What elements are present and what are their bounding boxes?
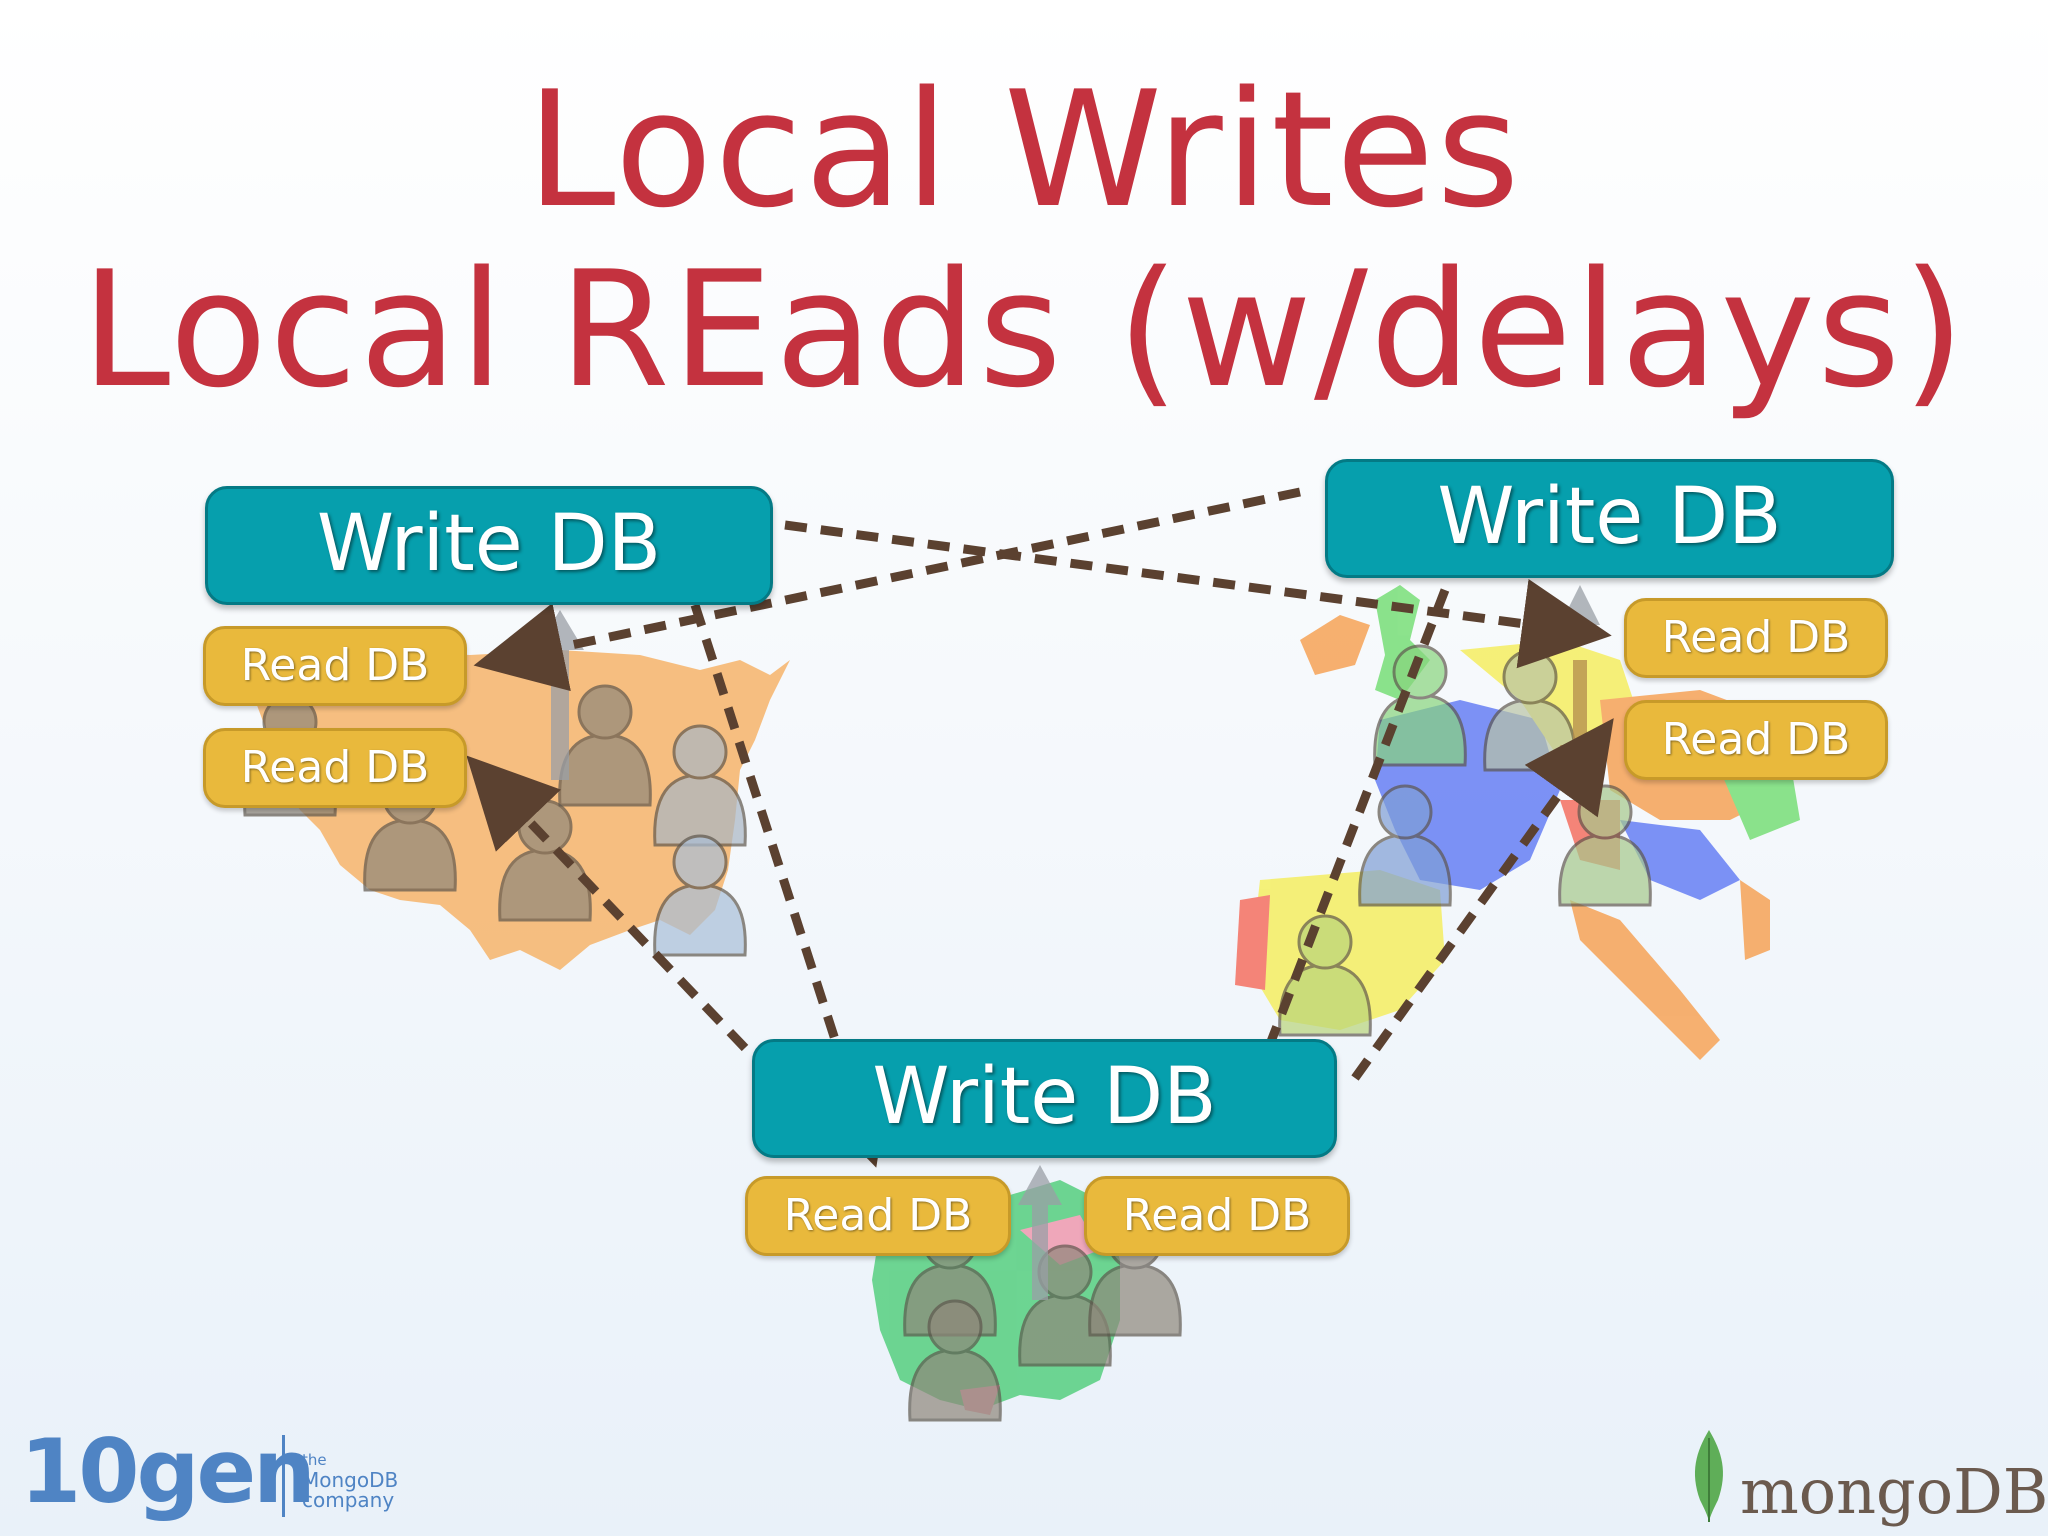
read-db-au-1: Read DB <box>745 1176 1011 1256</box>
read-db-eu-2: Read DB <box>1624 700 1888 780</box>
arrow-us-to-eu <box>784 520 1612 669</box>
user-icon <box>1358 784 1452 907</box>
mongodb-logo: mongoDB <box>1740 1455 2048 1528</box>
user-icon <box>1373 644 1467 767</box>
arrow-eu-to-au <box>1220 588 1450 1148</box>
read-db-au-2: Read DB <box>1084 1176 1350 1256</box>
user-icon <box>653 834 747 957</box>
title-line-1: Local Writes <box>526 56 1522 243</box>
write-db-au: Write DB <box>752 1039 1337 1158</box>
mongodb-leaf-icon <box>1694 1430 1724 1522</box>
tengen-tagline: the MongoDB company <box>302 1450 422 1510</box>
tengen-tagline-3: company <box>302 1488 395 1512</box>
tengen-tagline-2: MongoDB <box>302 1468 399 1492</box>
user-icon <box>908 1299 1002 1422</box>
title-line-2: Local REads (w/delays) <box>81 236 1967 423</box>
write-db-us: Write DB <box>205 486 773 605</box>
user-icon <box>1278 914 1372 1037</box>
user-icon <box>558 684 652 807</box>
read-db-us-1: Read DB <box>203 626 467 706</box>
arrow-au-to-us <box>466 755 749 1052</box>
user-icon <box>653 724 747 847</box>
tengen-logo-divider <box>282 1435 285 1517</box>
tengen-logo: 10gen <box>20 1420 316 1523</box>
read-db-eu-1: Read DB <box>1624 598 1888 678</box>
read-db-us-2: Read DB <box>203 728 467 808</box>
arrow-eu-to-us <box>473 487 1301 692</box>
tengen-tagline-1: the <box>302 1451 327 1469</box>
write-db-eu: Write DB <box>1325 459 1894 578</box>
